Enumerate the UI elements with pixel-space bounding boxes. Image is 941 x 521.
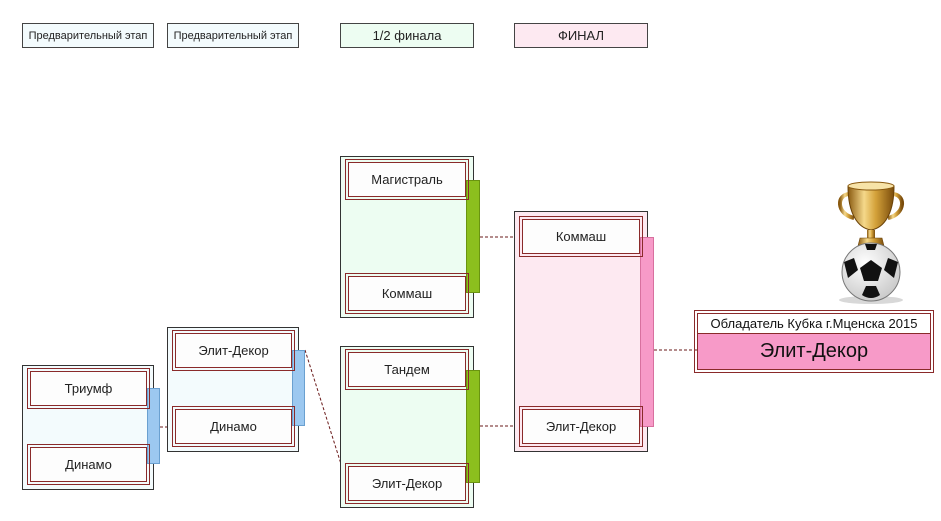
- team-slot-round1-top: Триумф: [27, 368, 150, 409]
- match-round2-bar: [292, 350, 305, 426]
- match-semi1-bar: [466, 180, 480, 293]
- match-final-bar: [640, 237, 654, 427]
- header-prelim-1: Предварительный этап: [22, 23, 154, 48]
- team-slot-semi1-bottom: Коммаш: [345, 273, 469, 314]
- header-prelim-2: Предварительный этап: [167, 23, 299, 48]
- team-slot-round2-top: Элит-Декор: [172, 330, 295, 371]
- cup-winner-box: Обладатель Кубка г.Мценска 2015 Элит-Дек…: [694, 310, 934, 373]
- header-final: ФИНАЛ: [514, 23, 648, 48]
- team-slot-semi2-top: Тандем: [345, 349, 469, 390]
- header-semifinal: 1/2 финала: [340, 23, 474, 48]
- team-slot-round2-bottom: Динамо: [172, 406, 295, 447]
- team-slot-semi2-bottom: Элит-Декор: [345, 463, 469, 504]
- cup-winner-title: Обладатель Кубка г.Мценска 2015: [698, 314, 930, 334]
- cup-winner-name: Элит-Декор: [698, 334, 930, 369]
- team-slot-final-top: Коммаш: [519, 216, 643, 257]
- team-slot-final-bottom: Элит-Декор: [519, 406, 643, 447]
- team-slot-semi1-top: Магистраль: [345, 159, 469, 200]
- match-round1-bar: [147, 388, 160, 464]
- match-semi2-bar: [466, 370, 480, 483]
- team-slot-round1-bottom: Динамо: [27, 444, 150, 485]
- trophy-icon: [838, 181, 904, 304]
- soccer-ball-icon: [839, 242, 903, 304]
